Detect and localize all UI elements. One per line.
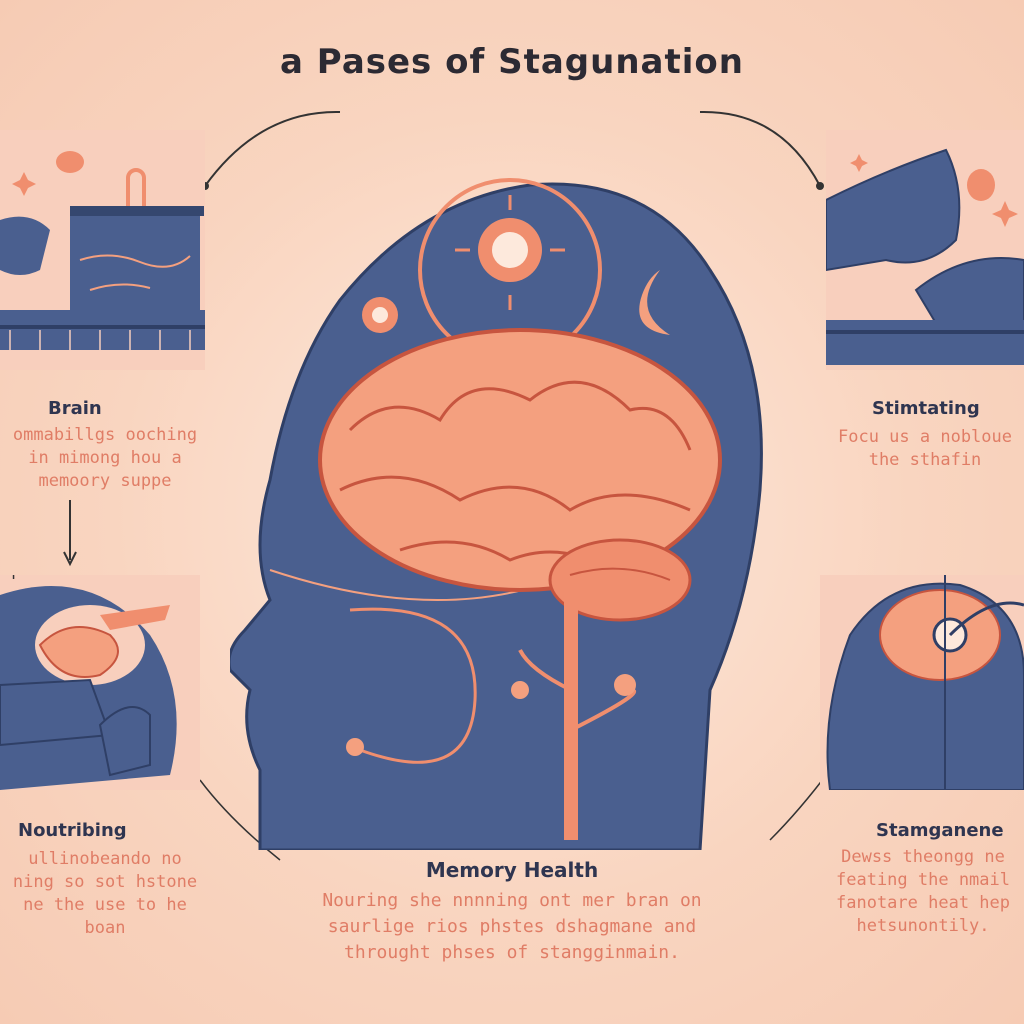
heading-stamganene: Stamganene: [876, 820, 1004, 841]
panel-top-left: [0, 130, 205, 370]
central-head-illustration: [230, 178, 763, 850]
panel-top-right: [826, 130, 1024, 370]
heading-stimtating: Stimtating: [872, 398, 980, 419]
panel-bottom-left: +: [0, 575, 200, 790]
text-noutribing: ullinobeando no ning so sot hstone ne th…: [12, 849, 198, 938]
text-memory-health: Nouring she nnnning ont mer bran on saur…: [322, 890, 702, 963]
heading-memory-health: Memory Health: [425, 858, 599, 882]
panel-bottom-right: [820, 575, 1024, 790]
hands-illustration: [826, 148, 1024, 365]
heading-brain: Brain: [48, 398, 102, 419]
head-sensor-illustration: [826, 575, 1024, 790]
lab-container-illustration: [0, 130, 205, 370]
svg-text:+: +: [6, 575, 21, 584]
heading-noutribing: Noutribing: [18, 820, 127, 841]
text-brain: ommabillgs ooching in mimong hou a memoo…: [12, 425, 198, 491]
text-stimtating: Focu us a nobloue the sthafin: [838, 427, 1012, 470]
page-title: a Pases of Stagunation: [280, 42, 744, 82]
text-stamganene: Dewss theongg ne feating the nmail fanot…: [836, 847, 1010, 936]
head-device-illustration: +: [0, 575, 177, 790]
